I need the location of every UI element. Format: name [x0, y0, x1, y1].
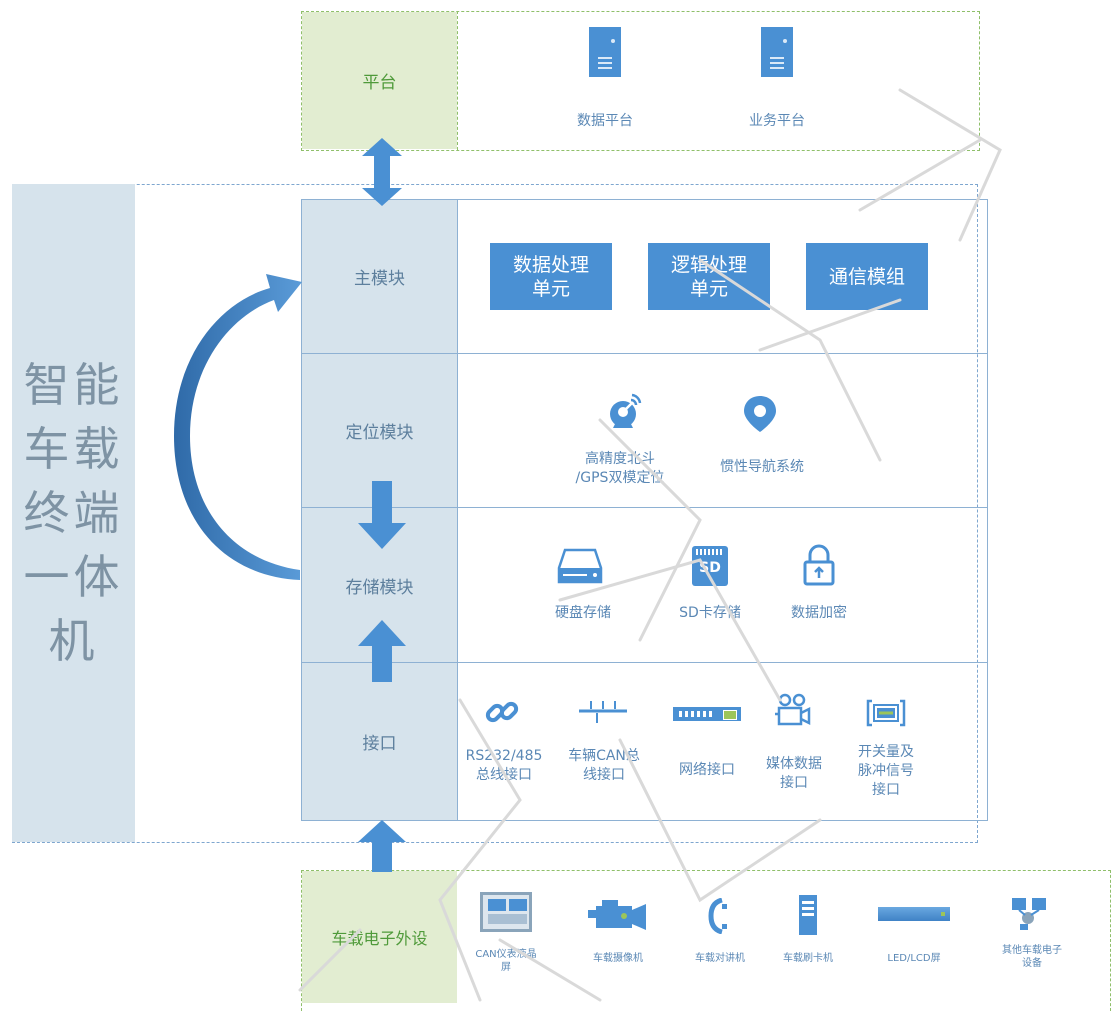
gnss-label: 高精度北斗 /GPS双模定位	[575, 451, 665, 486]
data-platform-label: 数据平台	[577, 113, 633, 129]
ins-label: 惯性导航系统	[720, 459, 804, 475]
walkie-talkie-icon	[708, 898, 727, 934]
sd-card-icon: SD	[692, 546, 728, 586]
camera-label: 车载摄像机	[593, 953, 643, 964]
network-switch-icon	[673, 707, 741, 721]
bus-line-icon	[579, 701, 627, 723]
network-module	[723, 710, 737, 720]
satellite-dish-icon	[610, 393, 642, 428]
data-processing-unit: 数据处理 单元	[490, 243, 612, 310]
down-arrow-icon	[358, 481, 406, 549]
peripherals-label: 车载电子外设	[302, 871, 457, 1003]
up-arrow-icon	[358, 620, 406, 682]
card-reader-icon	[799, 895, 817, 935]
led-lcd-label: LED/LCD屏	[887, 953, 941, 964]
card-slot	[802, 907, 814, 910]
terminal-title-text: 智能车载终端一体机	[23, 358, 124, 668]
interface-module-label: 接口	[302, 663, 458, 820]
other-devices-label: 其他车载电子 设备	[1002, 945, 1062, 969]
row-interface-module: 接口 RS232/485 总线接口 车辆CAN总 线接口 网络接口	[302, 663, 987, 820]
dashboard-screen-icon	[480, 892, 532, 932]
media-label: 媒体数据 接口	[766, 756, 822, 791]
server-icon	[589, 27, 621, 77]
intercom-label: 车载对讲机	[695, 953, 745, 964]
hard-disk-icon	[557, 548, 603, 584]
location-pin-icon	[744, 396, 776, 432]
pulse-signal-icon	[866, 699, 906, 727]
rs232-label: RS232/485 总线接口	[465, 748, 543, 783]
card-slot	[802, 901, 814, 904]
main-module-label: 主模块	[302, 200, 458, 353]
dashboard-panel	[488, 899, 506, 911]
dashboard-panel	[509, 899, 527, 911]
padlock-icon	[803, 544, 835, 586]
led-indicator	[941, 912, 945, 916]
card-slot	[802, 913, 814, 916]
led-panel-icon	[878, 907, 950, 921]
video-camera-icon	[775, 693, 811, 726]
chain-link-icon	[485, 701, 519, 723]
card-reader-label: 车载刷卡机	[783, 953, 833, 964]
other-device-icon	[1012, 898, 1046, 930]
sd-card-contacts	[696, 549, 724, 555]
switch-pulse-label: 开关量及 脉冲信号 接口	[858, 744, 914, 798]
sd-storage-label: SD卡存储	[679, 605, 741, 621]
platform-link-arrow	[362, 138, 402, 206]
peripheral-up-arrow-icon	[358, 820, 406, 872]
business-platform-label: 业务平台	[749, 113, 805, 129]
data-encryption-label: 数据加密	[791, 605, 847, 621]
dashboard-panel	[488, 914, 527, 924]
network-label: 网络接口	[679, 762, 735, 778]
sd-card-text: SD	[699, 560, 721, 576]
logic-processing-unit: 逻辑处理 单元	[648, 243, 770, 310]
row-main-module: 主模块 数据处理 单元 逻辑处理 单元 通信模组	[302, 200, 987, 354]
network-ports	[679, 711, 715, 717]
terminal-title: 智能车载终端一体机	[12, 184, 135, 842]
hdd-storage-label: 硬盘存储	[555, 605, 611, 621]
communication-module: 通信模组	[806, 243, 928, 310]
server-icon	[761, 27, 793, 77]
platform-divider	[457, 11, 458, 150]
platform-box	[301, 11, 980, 151]
can-dashboard-label: CAN仪表液晶 屏	[475, 949, 537, 973]
camcorder-icon	[588, 900, 646, 930]
platform-label: 平台	[302, 12, 457, 149]
can-bus-label: 车辆CAN总 线接口	[568, 748, 640, 783]
loop-arrow-icon	[174, 274, 302, 580]
